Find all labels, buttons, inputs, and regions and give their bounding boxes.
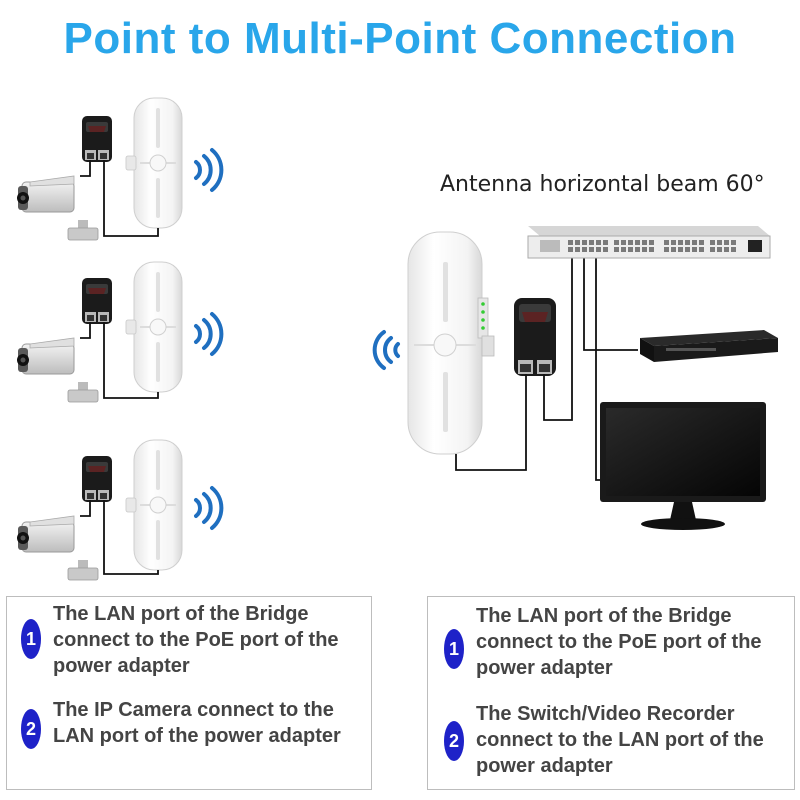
ip-camera-icon bbox=[16, 337, 99, 403]
wifi-signal-icon bbox=[194, 148, 224, 192]
poe-adapter-icon bbox=[514, 298, 556, 376]
cable bbox=[80, 160, 91, 177]
cable bbox=[103, 500, 159, 575]
step-text: The LAN port of the Bridge connect to th… bbox=[53, 603, 339, 677]
step-number-badge: 1 bbox=[21, 619, 41, 659]
wifi-signal-icon bbox=[194, 486, 224, 530]
cable bbox=[80, 500, 91, 517]
wifi-signal-icon bbox=[372, 330, 400, 370]
ip-camera-icon bbox=[16, 175, 99, 241]
step-number-badge: 1 bbox=[444, 629, 464, 669]
antenna-beam-label: Antenna horizontal beam 60° bbox=[440, 172, 765, 197]
cable bbox=[543, 252, 573, 421]
cable bbox=[583, 252, 638, 351]
step-text: The LAN port of the Bridge connect to th… bbox=[476, 605, 762, 679]
network-switch-icon bbox=[527, 226, 771, 259]
cable bbox=[103, 160, 159, 237]
station-2 bbox=[16, 261, 224, 403]
bridge-cpe-icon bbox=[407, 231, 495, 455]
video-recorder-icon bbox=[640, 330, 778, 362]
cable bbox=[103, 322, 159, 399]
step-number-badge: 2 bbox=[444, 721, 464, 761]
main-station bbox=[372, 231, 638, 481]
cable bbox=[455, 374, 527, 471]
monitor-icon bbox=[600, 402, 766, 530]
step-text: The IP Camera connect to the LAN port of… bbox=[53, 699, 341, 747]
bridge-cpe-icon bbox=[125, 439, 183, 571]
wifi-signal-icon bbox=[194, 312, 224, 356]
ip-camera-icon bbox=[16, 515, 99, 581]
cable bbox=[80, 322, 91, 339]
station-1 bbox=[16, 97, 224, 241]
step-text: The Switch/Video Recorder connect to the… bbox=[476, 703, 764, 777]
station-3 bbox=[16, 439, 224, 581]
poe-adapter-icon bbox=[82, 456, 112, 502]
left-instructions: 1 The LAN port of the Bridge connect to … bbox=[6, 596, 372, 790]
bridge-cpe-icon bbox=[125, 261, 183, 393]
right-instructions: 1 The LAN port of the Bridge connect to … bbox=[427, 596, 795, 790]
bridge-cpe-icon bbox=[125, 97, 183, 229]
poe-adapter-icon bbox=[82, 278, 112, 324]
page-title: Point to Multi-Point Connection bbox=[63, 14, 737, 63]
step-number-badge: 2 bbox=[21, 709, 41, 749]
poe-adapter-icon bbox=[82, 116, 112, 162]
